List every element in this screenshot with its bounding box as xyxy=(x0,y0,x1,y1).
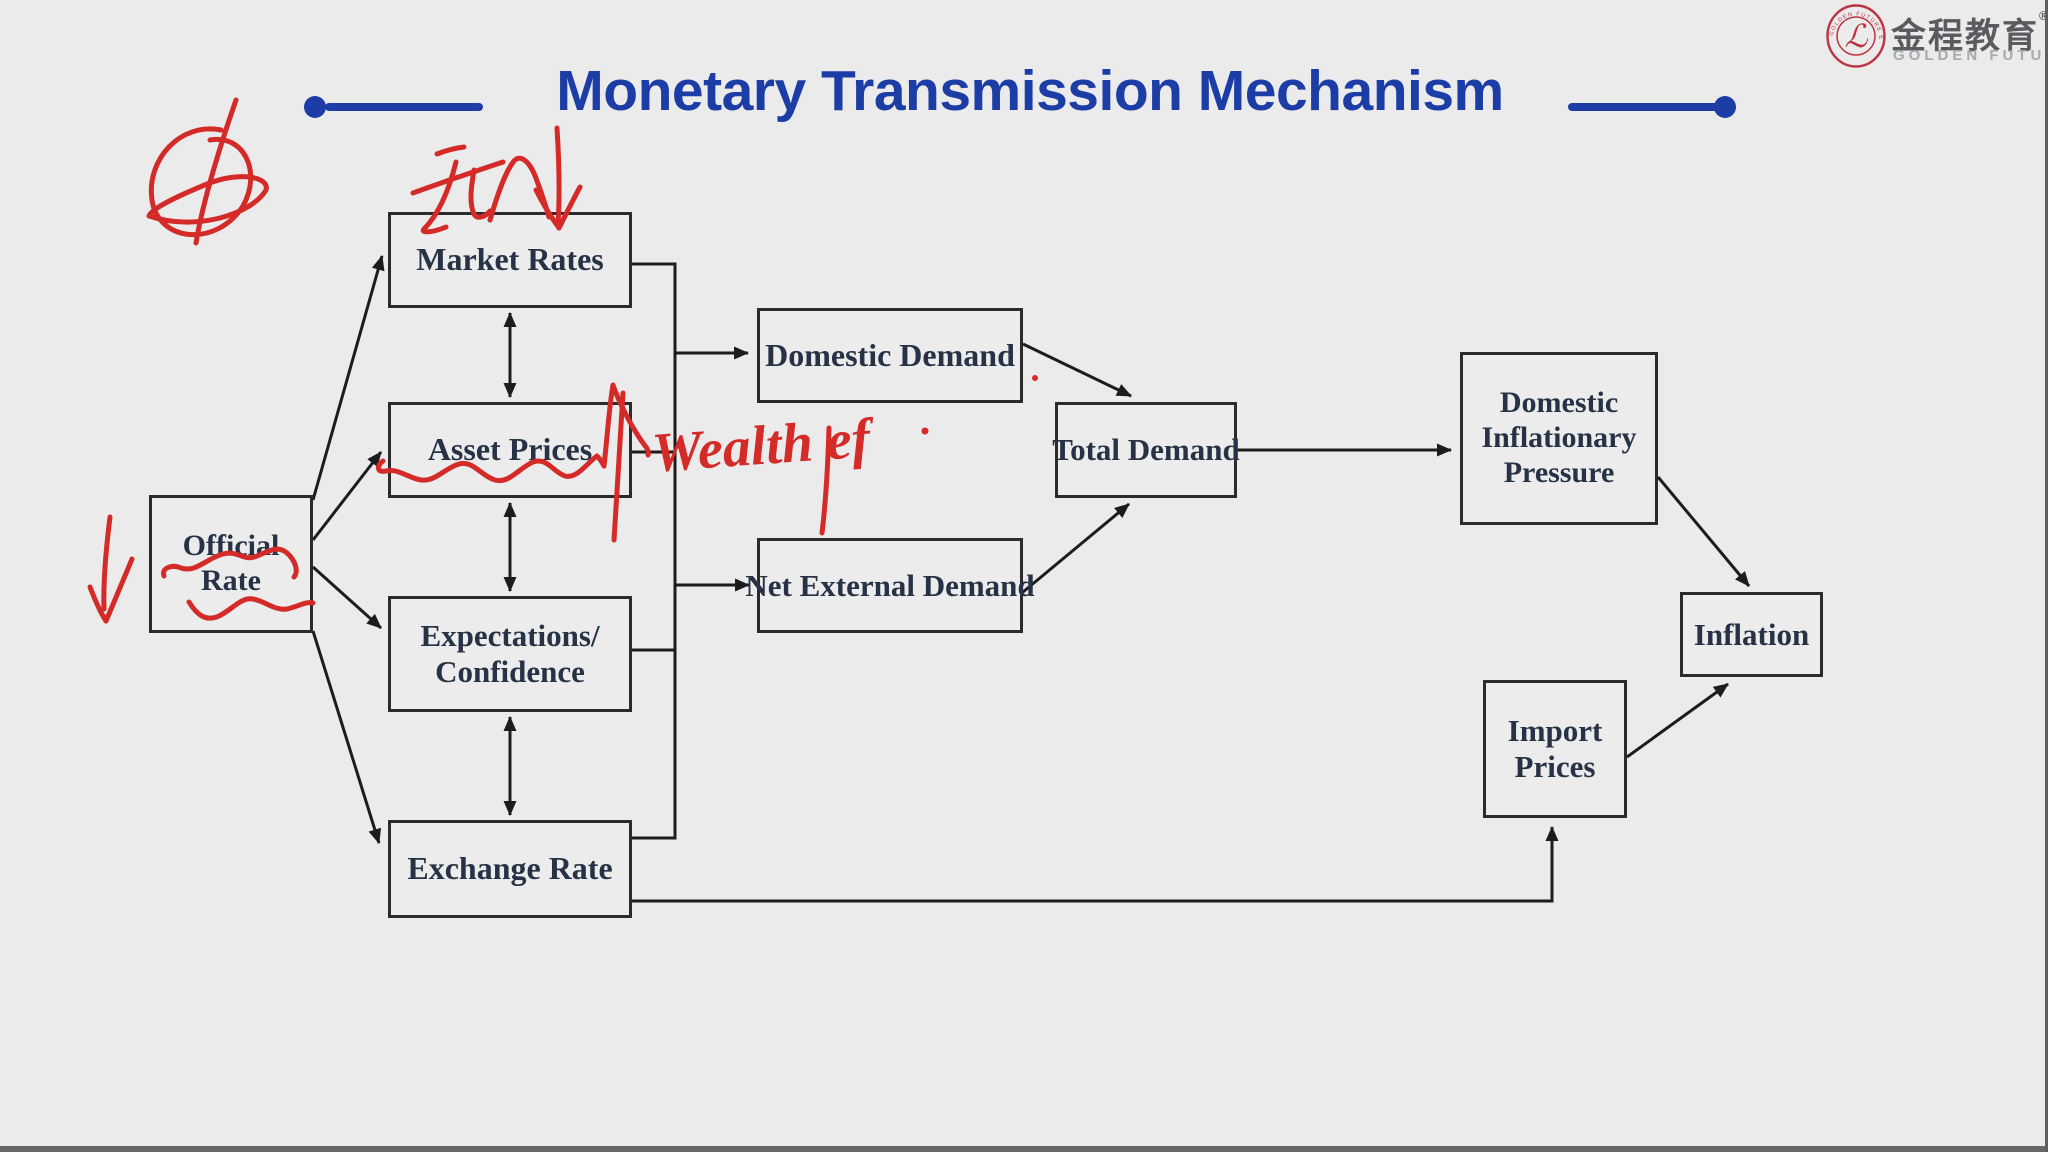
arrow-official-to-exchange-rate xyxy=(311,630,382,844)
red-down-arrow-right-barb xyxy=(103,556,135,624)
asset-prices-spike-tail xyxy=(611,390,626,543)
node-exchange-rate: Exchange Rate xyxy=(388,820,632,918)
node-domestic-inflationary-pressure: Domestic Inflationary Pressure xyxy=(1460,352,1658,525)
node-inflation-label: Inflation xyxy=(1693,616,1810,652)
node-net-external-demand: Net External Demand xyxy=(745,538,1035,633)
node-asset-prices-label: Asset Prices xyxy=(427,431,593,468)
seal-monogram: ℒ xyxy=(1844,18,1868,54)
node-total-demand-label: Total Demand xyxy=(1052,432,1240,468)
handwriting-market-note-r xyxy=(487,155,552,223)
golden-future-seal-icon: GOLDEN FUTURE EDUCATION · 1998 ℒ xyxy=(1825,3,1886,68)
red-down-arrow-shaft xyxy=(101,514,113,612)
arrow-exchange-rate-to-import-prices xyxy=(632,826,1559,903)
node-domestic-demand-label: Domestic Demand xyxy=(765,336,1015,373)
node-import-prices-label: Import Prices xyxy=(1507,713,1603,784)
logo-name-en: GOLDEN FUTURE xyxy=(1893,47,2048,64)
node-inflation: Inflation xyxy=(1680,592,1823,677)
node-expectations-confidence: Expectations/ Confidence xyxy=(388,596,632,712)
arrow-official-to-expectations xyxy=(311,565,383,630)
official-rate-underline-1 xyxy=(161,546,299,580)
stray-red-dot xyxy=(1032,375,1038,381)
node-official-rate-label: Official Rate xyxy=(182,529,280,597)
arrow-domestic-to-total-demand xyxy=(1022,342,1132,398)
official-rate-underline-2 xyxy=(186,596,316,621)
arrow-inflationary-pressure-to-inflation xyxy=(1656,476,1751,587)
wealth-i-dot xyxy=(921,427,929,435)
node-domestic-demand: Domestic Demand xyxy=(757,308,1023,403)
bottom-edge-bar xyxy=(0,1146,2048,1152)
scribble-topleft-stroke xyxy=(193,97,239,246)
arrow-net-external-to-total-demand xyxy=(1022,502,1130,594)
node-market-rates-label: Market Rates xyxy=(416,241,604,278)
arrow-import-prices-to-inflation xyxy=(1626,682,1729,759)
arrow-official-to-asset-prices xyxy=(311,451,383,541)
title-rule-right-line xyxy=(1568,103,1718,111)
connector-spine xyxy=(632,262,677,840)
handwriting-market-note-stroke3 xyxy=(420,159,459,235)
logo-name-zh-text: 金程教育 xyxy=(1891,17,2040,56)
handwriting-market-note-stroke2 xyxy=(410,159,506,196)
scribble-topleft-band xyxy=(146,174,269,225)
asset-prices-underline xyxy=(376,453,607,484)
node-net-external-demand-label: Net External Demand xyxy=(745,567,1035,603)
node-exchange-rate-label: Exchange Rate xyxy=(407,850,613,887)
right-edge-strip xyxy=(2045,0,2048,1152)
node-total-demand: Total Demand xyxy=(1052,402,1240,498)
page-title: Monetary Transmission Mechanism xyxy=(556,59,1504,123)
logo-name-zh: 金程教育® xyxy=(1891,8,2048,59)
handwriting-market-note-stroke4 xyxy=(468,167,493,220)
node-market-rates: Market Rates xyxy=(388,212,632,308)
title-rule-left-dot xyxy=(304,96,326,118)
handwriting-market-note-downarrow-shaft xyxy=(554,125,562,227)
registered-mark: ® xyxy=(2039,8,2048,23)
arrow-official-to-market-rates xyxy=(311,255,385,501)
scribble-topleft-loop xyxy=(148,126,254,238)
title-rule-left-line xyxy=(325,103,483,111)
handwriting-market-note-downarrow-right xyxy=(556,184,583,231)
node-import-prices: Import Prices xyxy=(1483,680,1627,818)
node-expectations-confidence-label: Expectations/ Confidence xyxy=(420,618,600,689)
wealth-f-descender xyxy=(819,425,832,536)
asset-prices-spike xyxy=(601,382,651,469)
node-official-rate: Official Rate xyxy=(149,495,313,633)
handwriting-market-note-downarrow-left xyxy=(533,187,562,231)
handwriting-market-note-stroke1 xyxy=(434,144,467,157)
node-domestic-inflationary-pressure-label: Domestic Inflationary Pressure xyxy=(1481,386,1637,489)
title-rule-right-dot xyxy=(1714,96,1736,118)
